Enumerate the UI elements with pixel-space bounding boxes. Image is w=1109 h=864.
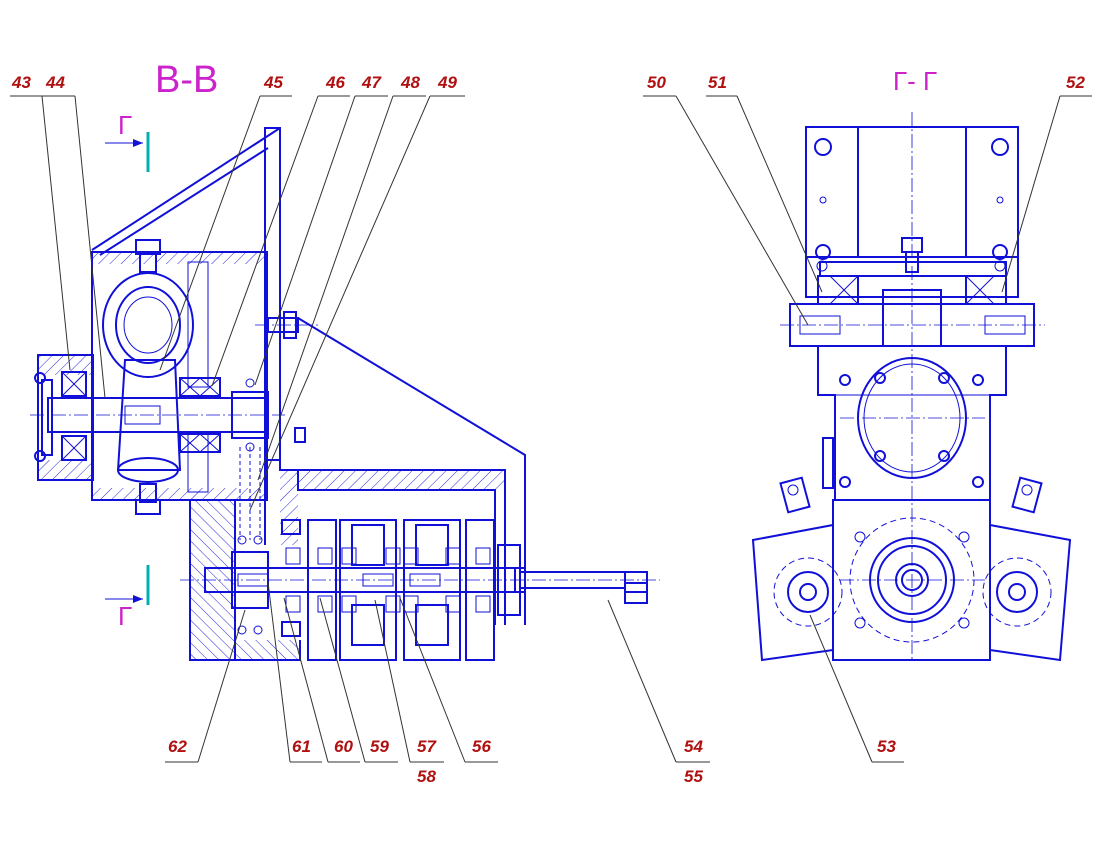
svg-text:59: 59 [370,737,389,756]
callout-56: 56 [399,597,498,763]
svg-text:53: 53 [877,737,896,756]
callout-57-58: 57 58 [374,599,444,786]
svg-text:61: 61 [292,737,311,756]
left-section-view [30,127,660,661]
callout-49: 49 [249,73,465,511]
svg-text:50: 50 [647,73,666,92]
svg-text:48: 48 [400,73,420,92]
svg-text:52: 52 [1066,73,1085,92]
svg-text:55: 55 [684,767,703,786]
callout-46: 46 [211,73,350,387]
svg-text:60: 60 [334,737,353,756]
callout-52: 52 [1001,73,1092,293]
callout-47: 47 [254,73,388,386]
svg-text:Г: Г [118,601,132,631]
callout-48: 48 [257,73,426,481]
svg-text:62: 62 [168,737,187,756]
callouts: 43 44 45 46 47 48 49 [10,73,1092,786]
svg-text:47: 47 [361,73,382,92]
right-section-view [751,112,1072,662]
callout-43: 43 [10,73,71,371]
section-title-left: B-B [155,59,218,101]
svg-text:58: 58 [417,767,436,786]
svg-text:49: 49 [437,73,457,92]
callout-53: 53 [809,614,904,763]
callout-62: 62 [165,609,246,763]
svg-text:46: 46 [325,73,345,92]
section-title-right: Г- Г [893,66,937,96]
svg-text:43: 43 [11,73,31,92]
callout-59: 59 [319,597,398,763]
cut-marker-bottom: Г [105,565,150,631]
callout-61: 61 [267,581,322,763]
callout-45: 45 [159,73,292,371]
svg-text:57: 57 [417,737,437,756]
svg-text:45: 45 [263,73,283,92]
callout-60: 60 [283,597,360,763]
svg-text:54: 54 [684,737,703,756]
callout-44: 44 [42,73,106,399]
svg-text:51: 51 [708,73,727,92]
callout-54-55: 54 55 [607,599,710,786]
callout-51: 51 [706,73,823,293]
svg-text:44: 44 [45,73,65,92]
svg-text:56: 56 [472,737,491,756]
cut-marker-top: Г [105,110,150,172]
callout-50: 50 [643,73,809,326]
svg-text:Г: Г [118,110,132,140]
lower-bearings [285,547,491,613]
